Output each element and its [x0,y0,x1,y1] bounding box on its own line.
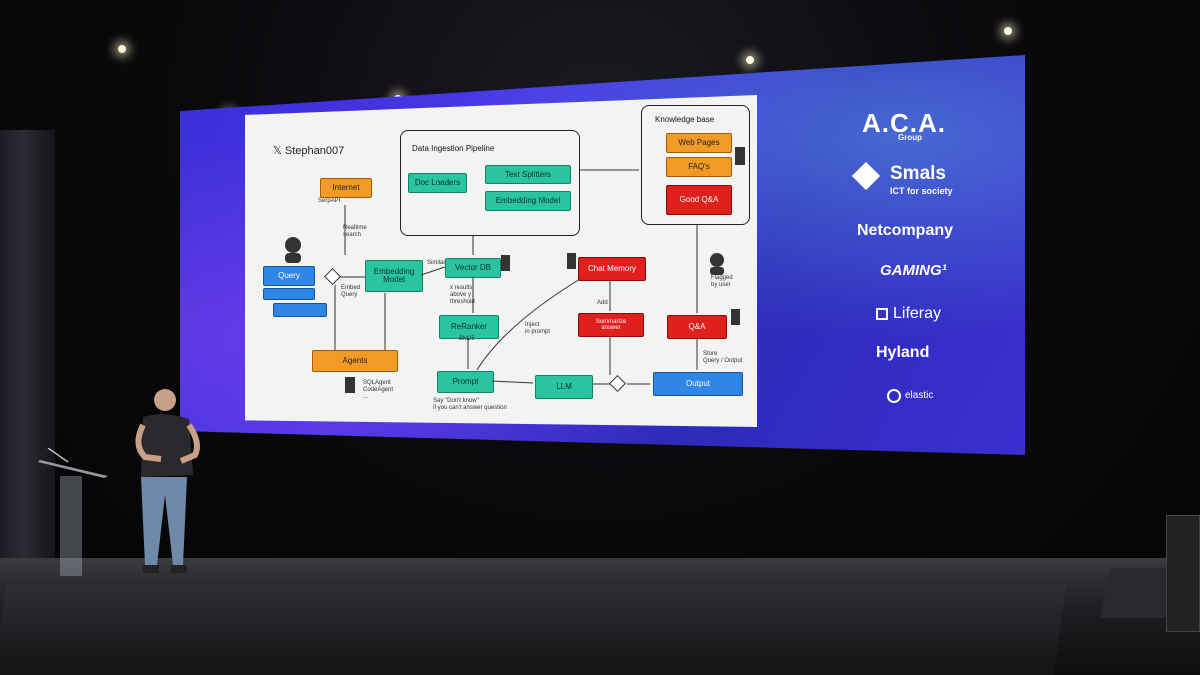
results-label: x results above y threshold [450,285,475,305]
sqlagent-label: SQLAgent CodeAgent ... [363,380,394,400]
ingestion-panel [400,130,580,236]
reranker-box: ReRanker [439,315,499,339]
speaker-person [135,389,200,573]
smals-logo: Smals [890,163,946,184]
doc-loaders-box: Doc Loaders [408,173,467,193]
user-head-icon [710,253,724,267]
database-icon [731,309,740,325]
elastic-logo: elastic [905,390,934,401]
smals-logo-sub: ICT for society [890,186,953,196]
embedding-model-top-box: Embedding Model [485,191,571,211]
liferay-logo: Liferay [893,305,942,322]
embedding-model-box: Embedding Model [365,260,423,292]
add-label: Add [597,300,608,306]
ceiling-light [746,56,754,64]
qa-box: Q&A [667,315,727,339]
dont-know-label: Say "Don't know" if you can't answer que… [433,398,507,411]
llm-box: LLM [535,375,593,399]
netcompany-logo: Netcompany [857,222,954,239]
pipeline-title: Data Ingestion Pipeline [412,144,495,153]
database-icon [735,147,745,165]
user-head-icon [285,237,301,253]
summarize-box: Summarize answer [578,313,644,337]
ceiling-light [118,45,126,53]
left-curtain [0,130,55,560]
kb-title: Knowledge base [655,115,715,124]
agents-box: Agents [312,350,398,372]
query-sub-box [263,288,315,300]
stage-monitor [1100,568,1175,618]
stage-edge [0,585,1067,675]
ceiling-light [1004,27,1012,35]
text-splitters-box: Text Splitters [485,165,571,184]
internet-box: Internet [320,178,372,198]
chat-memory-box: Chat Memory [578,257,646,281]
knowledge-base-panel [641,105,750,225]
hyland-logo: Hyland [876,344,930,361]
realtime-label: Realtime search [343,225,367,238]
bm25-label: BM25 [459,336,475,342]
web-pages-box: Web Pages [666,133,732,153]
arrow-line [491,380,534,384]
prompt-box: Prompt [437,371,494,393]
speaker-cabinet [1166,515,1200,632]
inject-label: Inject in prompt [525,322,551,335]
diagram-arrows [285,147,745,393]
elastic-icon [887,389,901,403]
user-body-icon [285,253,301,263]
good-qa-box: Good Q&A [666,185,732,215]
decision-diamond [324,268,341,285]
similarity-label: Similarity [427,260,452,266]
architecture-slide: 𝕏 Stephan007 Data Ingestion Pipeline Doc… [245,95,757,427]
flagged-label: Flagged by user [711,275,733,288]
aca-logo: A.C.A. [862,108,946,138]
query-box: Query [263,266,315,286]
gaming-logo: GAMING¹ [880,262,947,279]
database-icon [501,255,510,271]
embed-query-label: Embed Query [341,285,361,298]
query-stack-box [273,303,327,317]
decision-diamond [609,375,626,392]
database-icon [345,377,355,393]
slide-handle: 𝕏 Stephan007 [273,145,345,157]
database-icon [567,253,576,269]
serpapi-label: SerpAPI [318,198,341,204]
store-label: Store Query / Output [703,351,743,364]
liferay-icon [876,308,888,320]
faqs-box: FAQ's [666,157,732,177]
arrow-line [420,266,446,276]
aca-logo-sub: Group [898,133,922,142]
podium [38,448,108,576]
user-body-icon [710,267,724,275]
arrow-line [476,278,581,371]
output-box: Output [653,372,743,396]
